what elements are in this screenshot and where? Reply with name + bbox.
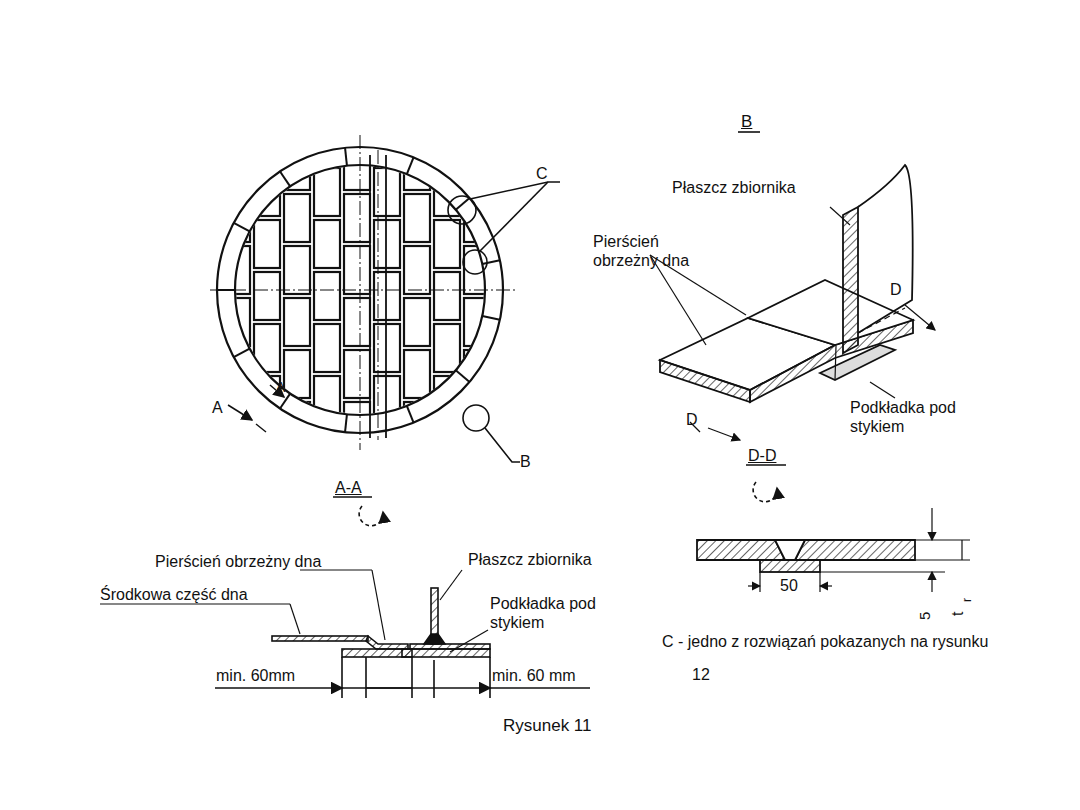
drawing-label: A-A: [335, 478, 362, 497]
drawing-label: B: [741, 112, 752, 131]
drawing-label: Pierścień obrzeżny dna: [155, 552, 321, 571]
drawing-label: 50: [780, 576, 798, 595]
drawing-label: D-D: [748, 446, 776, 465]
drawing-label: 5: [915, 612, 934, 620]
drawing-label: Płaszcz zbiornika: [468, 550, 592, 569]
drawing-label: min. 60 mm: [492, 666, 576, 685]
drawing-label: Podkładka pod stykiem: [490, 594, 620, 632]
drawing-label: C - jedno z rozwiązań pokazanych na rysu…: [662, 625, 992, 691]
drawing-label: Pierścień obrzeżny dna: [593, 232, 693, 270]
drawing-label: D: [686, 410, 698, 429]
drawing-label: Płaszcz zbiornika: [672, 178, 796, 197]
drawing-label: B: [520, 452, 531, 471]
drawing-label: C: [536, 164, 548, 183]
drawing-label: min. 60mm: [216, 666, 295, 685]
drawing-label: r: [958, 598, 977, 602]
drawing-label: A: [212, 398, 223, 417]
drawing-label: t: [948, 612, 967, 616]
figure-caption: Rysunek 11: [503, 716, 592, 735]
drawing-label: A: [276, 378, 285, 397]
drawing-label: D: [890, 280, 902, 299]
drawing-label: Podkładka pod stykiem: [850, 398, 975, 436]
drawing-label: Środkowa część dna: [100, 585, 248, 604]
